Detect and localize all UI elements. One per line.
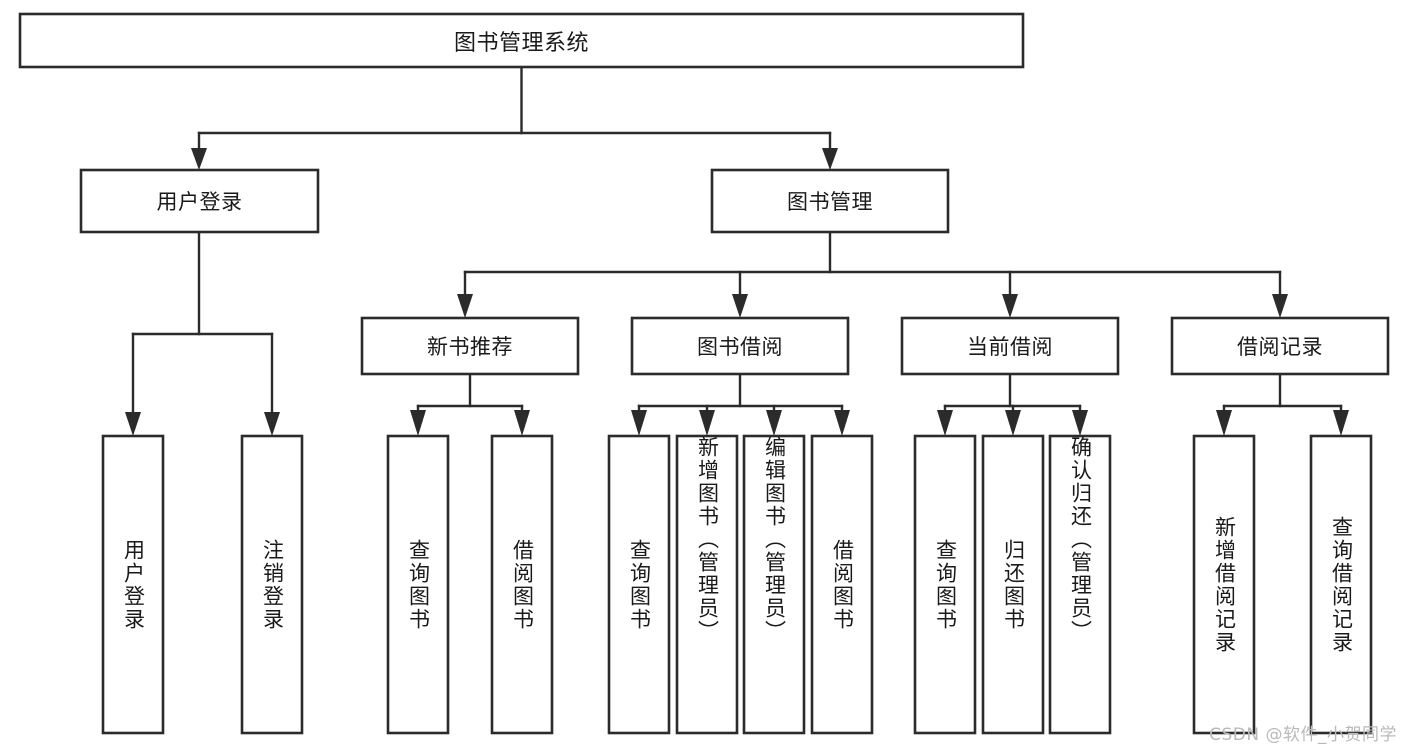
node-box-leaf-query-book-3[interactable] <box>913 434 977 735</box>
arrow-to-book-management <box>822 148 838 170</box>
arrow-to-leaf-borrow-book-2 <box>834 410 850 436</box>
node-box-book-management[interactable] <box>710 168 950 234</box>
arrow-to-leaf-logout <box>264 412 280 436</box>
node-box-leaf-query-book-2[interactable] <box>607 434 671 735</box>
node-box-leaf-borrow-book-2[interactable] <box>810 434 874 735</box>
node-box-leaf-user-login[interactable] <box>101 434 165 735</box>
connector-group-current-borrow <box>937 372 1088 436</box>
node-box-leaf-add-record[interactable] <box>1192 434 1256 735</box>
node-box-new-book-recommend[interactable] <box>360 316 580 376</box>
arrow-to-leaf-confirm-return <box>1072 410 1088 436</box>
arrow-to-borrow-record <box>1272 294 1288 318</box>
arrow-to-leaf-add-book <box>699 410 715 436</box>
node-box-book-borrow[interactable] <box>630 316 850 376</box>
connector-group-book-management <box>457 230 1288 318</box>
node-box-leaf-query-book-1[interactable] <box>386 434 450 735</box>
arrow-to-leaf-edit-book <box>766 410 782 436</box>
arrow-to-leaf-borrow-book-1 <box>514 410 530 436</box>
node-box-leaf-edit-book[interactable] <box>742 434 806 735</box>
node-box-user-login[interactable] <box>79 168 320 234</box>
arrow-to-book-borrow <box>732 294 748 318</box>
node-box-leaf-add-book[interactable] <box>675 434 739 735</box>
node-box-current-borrow[interactable] <box>900 316 1120 376</box>
arrow-to-new-book-recommend <box>457 294 473 318</box>
node-box-leaf-confirm-return[interactable] <box>1048 434 1112 735</box>
connector-group-root <box>191 65 838 170</box>
csdn-watermark: CSDN @软件_小贺同学 <box>1209 725 1397 745</box>
arrow-to-user-login <box>191 148 207 170</box>
connector-group-borrow-record <box>1216 372 1349 436</box>
arrow-to-leaf-query-record <box>1333 410 1349 436</box>
node-box-root[interactable] <box>18 12 1025 69</box>
node-box-leaf-logout[interactable] <box>240 434 304 735</box>
arrow-to-leaf-return-book <box>1005 410 1021 436</box>
node-box-leaf-query-record[interactable] <box>1309 434 1373 735</box>
arrow-to-leaf-query-book-2 <box>631 410 647 436</box>
arrow-to-leaf-query-book-3 <box>937 410 953 436</box>
node-box-borrow-record[interactable] <box>1170 316 1390 376</box>
connector-group-new-book-recommend <box>410 372 530 436</box>
node-box-leaf-return-book[interactable] <box>981 434 1045 735</box>
arrow-to-leaf-add-record <box>1216 410 1232 436</box>
arrow-to-leaf-user-login <box>125 412 141 436</box>
connector-group-book-borrow <box>631 372 850 436</box>
arrow-to-current-borrow <box>1002 294 1018 318</box>
arrow-to-leaf-query-book-1 <box>410 410 426 436</box>
node-box-leaf-borrow-book-1[interactable] <box>490 434 554 735</box>
connector-group-user-login <box>125 230 280 436</box>
